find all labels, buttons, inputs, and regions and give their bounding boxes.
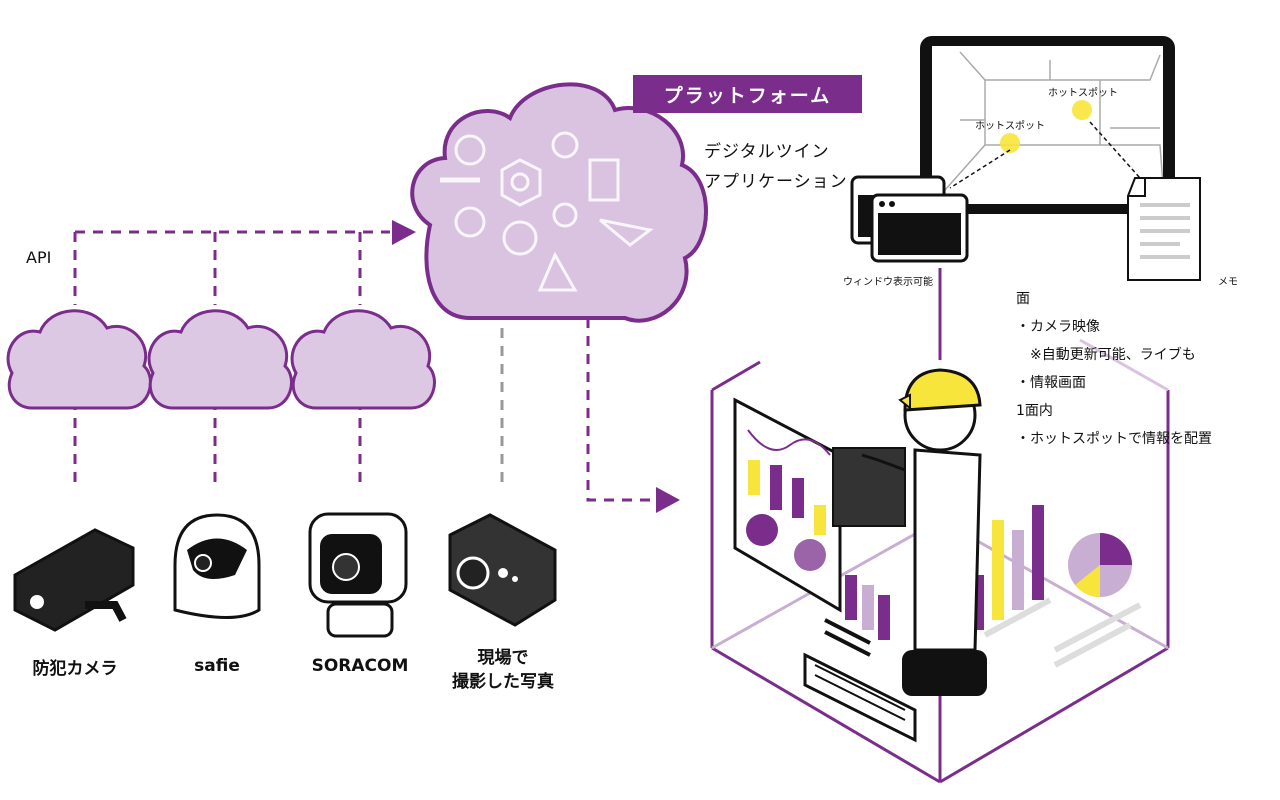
gear-small-icon	[502, 220, 538, 256]
on-button-icon	[454, 206, 486, 238]
feature-item: 面	[1016, 291, 1030, 307]
cog-icon	[551, 131, 579, 159]
hotspot-label-1: ホットスポット	[1048, 88, 1118, 99]
worker-figure	[832, 368, 987, 696]
arrow-to-platform	[392, 220, 416, 245]
window-label: ウィンドウ表示可能	[843, 277, 933, 288]
digit-display-icon	[588, 158, 620, 202]
panel-pie	[746, 514, 778, 546]
digital-twin-title: デジタルツイン	[704, 142, 830, 162]
panel-bar	[814, 505, 826, 535]
hotspot-dot-2	[1000, 133, 1020, 153]
cloud-3	[290, 309, 436, 410]
tablet-held	[832, 447, 906, 527]
memo-icon	[1127, 177, 1201, 281]
platform-cloud	[410, 82, 708, 323]
feature-item: ・ホットスポットで情報を配置	[1016, 431, 1212, 447]
safie-camera-icon	[173, 513, 261, 619]
panel-bar	[770, 465, 782, 510]
platform-badge: プラットフォーム	[633, 75, 862, 113]
tablet	[920, 36, 1175, 214]
wall-charts	[845, 505, 1142, 668]
window-icons	[850, 175, 969, 263]
device-label-photo-line1: 現場で	[477, 648, 529, 668]
feature-item: ※自動更新可能、ライブも	[1016, 347, 1196, 363]
security-camera-icon	[13, 528, 135, 632]
soracom-camera-icon	[308, 512, 408, 638]
arrow-to-twin	[656, 487, 680, 513]
feature-item: ・情報画面	[1016, 375, 1086, 391]
panel-pie	[794, 539, 826, 571]
device-label-photo-line2: 撮影した写真	[452, 672, 554, 692]
api-label: API	[26, 248, 52, 267]
device-label-soracom: SORACOM	[311, 656, 409, 676]
hard-hat-icon	[903, 368, 982, 412]
cloud-1	[6, 309, 152, 410]
device-label-safie: safie	[194, 656, 240, 676]
floor-cards	[803, 618, 917, 743]
platform-to-twin-line	[586, 318, 655, 502]
gear-icon	[454, 134, 486, 166]
drill-icon	[599, 218, 654, 247]
panel-bar	[792, 478, 804, 518]
photo-camera-icon	[448, 513, 557, 627]
memo-label: メモ	[1218, 277, 1238, 288]
api-connectors	[73, 230, 655, 502]
device-label-security-camera: 防犯カメラ	[32, 659, 118, 679]
dashboard-panel	[733, 397, 842, 613]
flask-icon	[537, 251, 578, 292]
panel-bar	[748, 460, 760, 495]
hotspot-label-2: ホットスポット	[975, 121, 1045, 132]
application-title: アプリケーション	[704, 172, 848, 192]
feature-item: 1面内	[1016, 403, 1053, 419]
bolt-nut-icon	[500, 158, 542, 207]
feature-item: ・カメラ映像	[1016, 319, 1100, 335]
worker-shoes	[902, 650, 987, 696]
hotspot-dot-1	[1072, 100, 1092, 120]
cloud-2	[147, 309, 293, 410]
feature-list: 面 ・カメラ映像 ※自動更新可能、ライブも ・情報画面 1面内 ・ホットスポット…	[1016, 285, 1212, 453]
